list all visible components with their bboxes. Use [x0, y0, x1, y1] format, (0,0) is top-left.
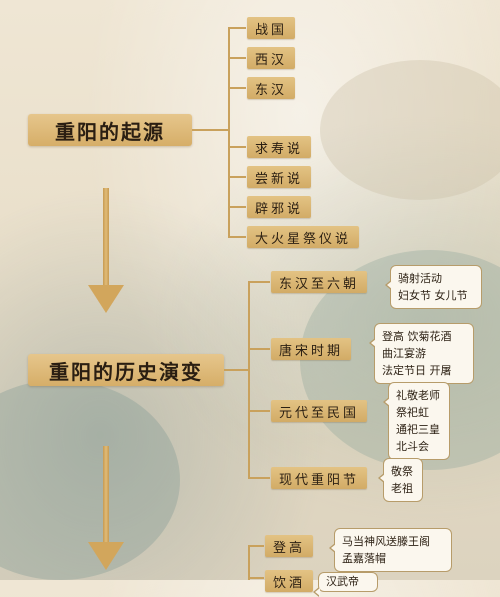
period-tag: 现代重阳节 [271, 467, 368, 489]
down-arrow-icon [88, 188, 124, 313]
down-arrow-icon [88, 446, 124, 580]
evolution-title: 重阳的历史演变 [49, 359, 203, 384]
connector [228, 176, 246, 178]
theory-tag: 求寿说 [247, 136, 312, 158]
connector [228, 206, 246, 208]
period-note-bubble: 敬祭 老祖 [378, 458, 423, 502]
connector [228, 146, 246, 148]
connector [192, 129, 228, 131]
connector [248, 545, 264, 547]
period-note-bubble: 登高 饮菊花酒 曲江宴游 法定节日 开屠 [369, 323, 474, 384]
background-hill [320, 60, 500, 200]
period-tag: 唐宋时期 [271, 338, 352, 360]
connector [228, 27, 246, 29]
connector [248, 577, 264, 579]
connector [248, 281, 250, 479]
evolution-title-banner: 重阳的历史演变 [28, 354, 224, 386]
custom-tag: 登高 [265, 535, 314, 557]
origin-title: 重阳的起源 [55, 119, 165, 144]
custom-note-bubble: 汉武帝 [313, 572, 378, 597]
era-tag: 东汉 [247, 77, 296, 99]
period-tag: 东汉至六朝 [271, 271, 368, 293]
connector [248, 477, 270, 479]
connector [248, 410, 270, 412]
connector [228, 87, 246, 89]
origin-title-banner: 重阳的起源 [28, 114, 192, 146]
custom-tag: 饮酒 [265, 570, 314, 592]
theory-tag: 大火星祭仪说 [247, 226, 360, 248]
connector [228, 27, 230, 237]
era-tag: 战国 [247, 17, 296, 39]
connector [224, 369, 248, 371]
theory-tag: 尝新说 [247, 166, 312, 188]
connector [228, 236, 246, 238]
theory-tag: 辟邪说 [247, 196, 312, 218]
period-tag: 元代至民国 [271, 400, 368, 422]
connector [248, 545, 250, 580]
period-note-bubble: 骑射活动 妇女节 女儿节 [385, 265, 482, 309]
connector [228, 57, 246, 59]
era-tag: 西汉 [247, 47, 296, 69]
connector [248, 348, 270, 350]
period-note-bubble: 礼敬老师 祭祀虹 通祀三皇 北斗会 [383, 382, 450, 460]
connector [248, 281, 270, 283]
custom-note-bubble: 马当神风送滕王阁 孟嘉落帽 [329, 528, 452, 572]
